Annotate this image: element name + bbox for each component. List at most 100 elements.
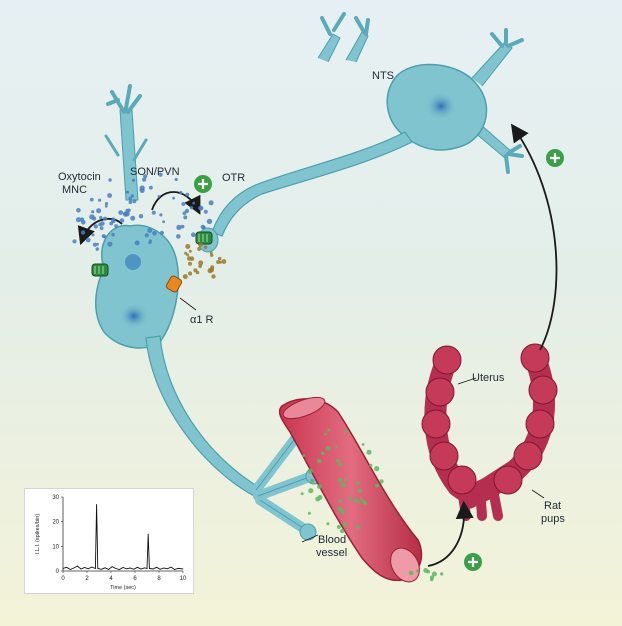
data-point — [96, 504, 97, 505]
granule-dot — [219, 260, 222, 264]
granule-dot — [179, 191, 183, 195]
granule-dot — [317, 484, 322, 489]
data-point — [163, 567, 165, 569]
granule-dot — [128, 196, 132, 201]
data-point — [73, 567, 75, 569]
granule-dot — [375, 483, 379, 488]
granule-dot — [192, 201, 196, 205]
granule-dot — [353, 498, 358, 503]
granule-dot — [323, 432, 327, 436]
granule-dot — [188, 271, 193, 276]
granule-dot — [416, 569, 419, 573]
granule-dot — [111, 232, 115, 237]
plus-circle-icon — [546, 149, 564, 167]
granule-dot — [162, 220, 166, 224]
granule-dot — [408, 570, 414, 576]
granule-dot — [363, 501, 367, 505]
granule-dot — [183, 215, 188, 220]
data-point — [174, 569, 175, 570]
granule-dot — [144, 233, 149, 238]
granule-dot — [89, 197, 94, 202]
granule-dot — [366, 449, 372, 455]
data-point — [144, 567, 145, 569]
granule-dot — [96, 208, 102, 214]
granule-dot — [149, 185, 153, 190]
blood-vessel — [278, 396, 423, 583]
x-tick-label: 10 — [180, 576, 187, 582]
blood-vessel-label-line1: Blood — [318, 534, 347, 546]
granule-dot — [211, 274, 216, 279]
granule-dot — [300, 492, 304, 496]
blood-vessel-label-line2: vessel — [316, 547, 348, 559]
data-point — [108, 569, 109, 570]
y-tick-label: 0 — [56, 569, 60, 575]
granule-dot — [379, 479, 384, 484]
granule-dot — [307, 511, 311, 515]
son-pvn-label: SON/PVN — [130, 166, 180, 178]
granule-dot — [103, 216, 108, 221]
granule-dot — [104, 204, 108, 208]
granule-dot — [188, 261, 192, 266]
granule-dot — [111, 217, 116, 222]
granule-dot — [148, 241, 152, 245]
y-axis-label: I.L.I. (spikes/bin) — [35, 514, 41, 555]
granule-dot — [355, 524, 361, 530]
plus-circle-icon — [464, 553, 482, 571]
granule-dot — [109, 221, 114, 226]
granule-dot — [343, 478, 347, 482]
granule-dot — [128, 200, 133, 205]
granule-dot — [210, 265, 215, 270]
granule-dot — [216, 260, 221, 264]
y-tick-label: 30 — [52, 495, 59, 501]
granule-dot — [176, 234, 181, 239]
granule-dot — [338, 499, 343, 503]
granule-dot — [132, 199, 137, 204]
granule-dot — [342, 522, 347, 527]
granule-dot — [374, 466, 380, 472]
data-point — [137, 566, 138, 568]
granule-dot — [440, 572, 444, 576]
granule-dot — [182, 274, 188, 280]
granules — [72, 172, 444, 582]
granule-dot — [98, 198, 102, 202]
granule-dot — [193, 268, 198, 273]
granule-dot — [98, 222, 102, 227]
data-point — [147, 533, 149, 535]
nts-label: NTS — [372, 70, 394, 82]
granule-dot — [198, 260, 204, 266]
granule-dot — [206, 218, 213, 225]
granule-dot — [315, 496, 321, 502]
granule-dot — [202, 225, 206, 230]
granule-dot — [95, 247, 100, 251]
granule-dot — [185, 244, 191, 249]
granule-dot — [108, 178, 112, 182]
uterus — [421, 343, 558, 521]
alpha1-receptor — [165, 275, 183, 293]
granule-dot — [142, 177, 147, 182]
granule-dot — [151, 210, 156, 215]
data-point — [170, 566, 172, 568]
granule-dot — [203, 245, 208, 250]
granule-dot — [76, 208, 81, 213]
granule-dot — [172, 196, 176, 200]
data-point — [69, 569, 71, 570]
granule-dot — [96, 242, 99, 246]
granule-dot — [309, 478, 315, 483]
granule-dot — [307, 468, 313, 474]
granule-dot — [208, 200, 214, 206]
oxytocin-mnc-neuron — [95, 84, 323, 541]
granule-dot — [80, 230, 86, 235]
granule-dot — [341, 510, 345, 515]
granule-dot — [336, 458, 341, 463]
granule-dot — [91, 210, 95, 214]
data-point — [87, 568, 89, 570]
granule-dot — [75, 217, 82, 223]
granule-dot — [93, 224, 99, 229]
data-point — [95, 568, 96, 569]
granule-dot — [184, 251, 188, 255]
granule-dot — [357, 488, 362, 493]
otr-receptor — [195, 231, 213, 245]
data-point — [115, 568, 117, 569]
granule-dot — [158, 172, 163, 177]
